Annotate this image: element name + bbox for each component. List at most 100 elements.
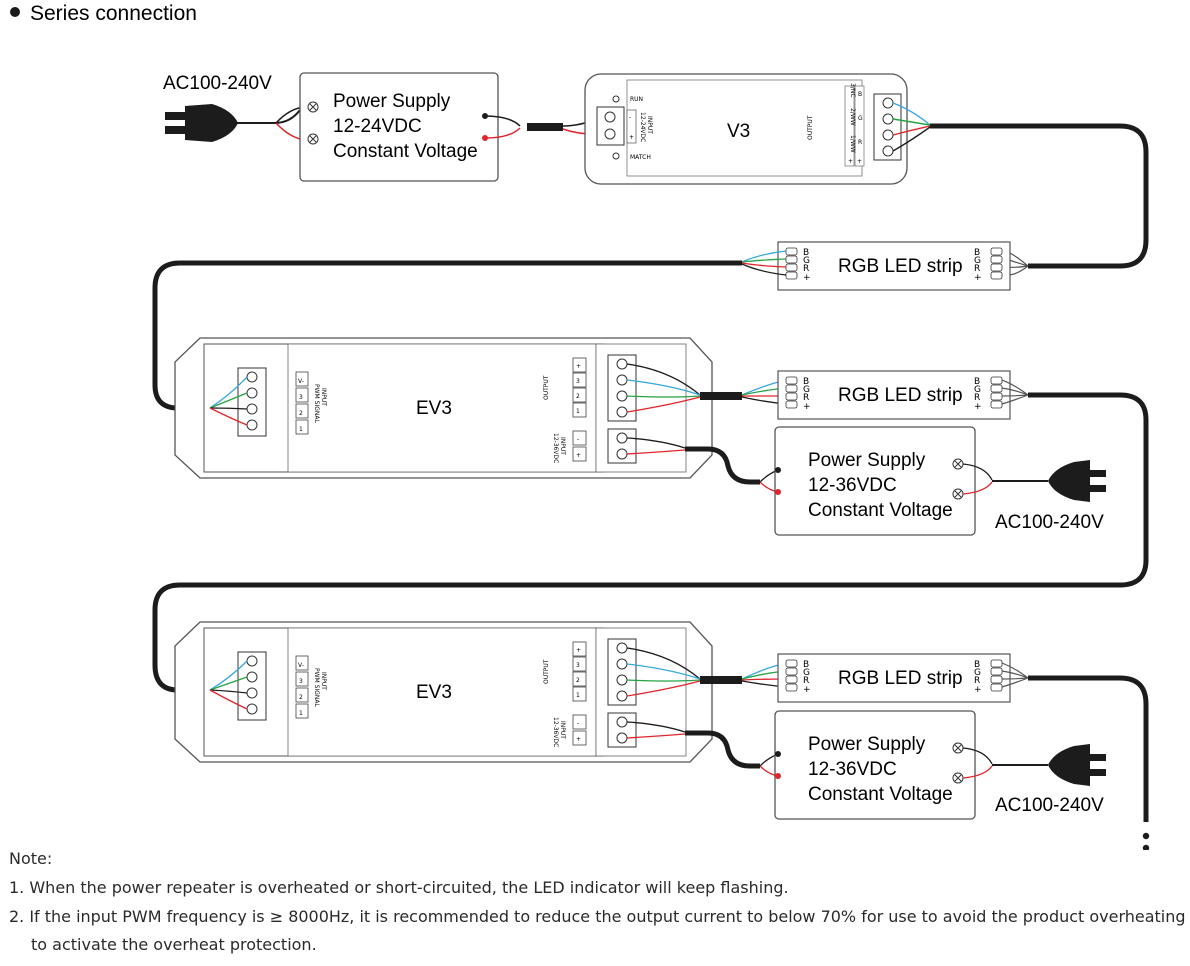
ev3-2-out-1: 1 <box>576 692 580 699</box>
strip1-pin-g: G <box>803 256 810 266</box>
ev3-1-pin-3: 3 <box>299 394 303 401</box>
ac-plug-icon-3 <box>1048 744 1106 786</box>
strip3-pin-g-right: G <box>974 668 981 678</box>
ev3-1-pin-v: V- <box>298 378 304 385</box>
ev3-1-pin-1: 1 <box>299 426 303 433</box>
ev3-1-input-label: INPUT <box>320 388 327 406</box>
power-supply-repeater-2: Power Supply 12-36VDC Constant Voltage <box>774 710 976 820</box>
series-connection-diagram: Series connection AC100-240V Power Suppl… <box>10 2 1150 850</box>
strip3-pin-g: G <box>803 668 810 678</box>
strip1-pin-b-right: B <box>974 248 980 258</box>
v3-ch-3: 3/NC <box>849 83 856 98</box>
ev3-2-out-plus: + <box>576 647 581 654</box>
note-title: Note: <box>9 849 53 868</box>
strip2-label: RGB LED strip <box>838 385 963 406</box>
strip3-pin-r-right: R <box>974 676 980 686</box>
v3-name: V3 <box>727 121 750 142</box>
v3-match-label: MATCH <box>630 154 651 161</box>
strip2-pin-g: G <box>803 385 810 395</box>
ev3-1-output-label: OUTPUT <box>543 375 550 400</box>
v3-ch-r: R <box>858 139 862 146</box>
cable-strip1-to-ev3-1 <box>152 260 742 411</box>
ev3-2-out-2: 2 <box>576 677 580 684</box>
continuation-dots-icon <box>1142 832 1150 850</box>
ev3-2-pow-plus: + <box>576 736 581 743</box>
v3-plus: + <box>629 134 634 141</box>
ev3-2-out-3: 3 <box>576 662 580 669</box>
v3-input-label: INPUT <box>646 116 653 134</box>
strip3-label: RGB LED strip <box>838 668 963 689</box>
ac-label-3: AC100-240V <box>995 795 1104 816</box>
strip3-pin-plus-right: + <box>974 685 982 695</box>
v3-ch-1: 1/WW <box>849 135 856 153</box>
ev3-2-output-label: OUTPUT <box>543 659 550 684</box>
strip1-pin-g-right: G <box>974 256 981 266</box>
cable-strip2-to-ev3-2 <box>152 392 1149 693</box>
dc-cable <box>527 123 563 131</box>
v3-minus: - <box>629 114 631 121</box>
ev3-1-pow-plus: + <box>576 452 581 459</box>
note-item-1: 1. When the power repeater is overheated… <box>9 878 789 897</box>
ev3-2-power-label: INPUT <box>559 721 566 739</box>
ev3-1-out-3: 3 <box>576 378 580 385</box>
power-supply-top: Power Supply 12-24VDC Constant Voltage <box>299 72 499 182</box>
title-bullet <box>10 7 20 17</box>
strip2-pin-b-right: B <box>974 377 980 387</box>
ev3-1-pin-2: 2 <box>299 410 303 417</box>
psu-r1-line1: Power Supply <box>808 450 926 471</box>
psu-r2-line2: 12-36VDC <box>808 759 897 780</box>
ev3-1-out-1: 1 <box>576 408 580 415</box>
strip1-label: RGB LED strip <box>838 256 963 277</box>
strip1-pin-r: R <box>803 264 809 274</box>
rgb-led-strip-1: B G R + RGB LED strip B G R + <box>777 241 1011 291</box>
psu-r1-line3: Constant Voltage <box>808 500 953 521</box>
ev3-1-out-plus: + <box>576 363 581 370</box>
v3-out-plus-2: + <box>857 158 862 165</box>
strip1-pin-b: B <box>803 248 809 258</box>
cable-v3-to-strip1 <box>930 123 1149 269</box>
strip1-pin-r-right: R <box>974 264 980 274</box>
psu-top-line2: 12-24VDC <box>333 116 422 137</box>
rgb-led-strip-3: B G R + RGB LED strip B G R + <box>777 653 1011 703</box>
strip2-pin-plus: + <box>803 402 811 412</box>
power-supply-repeater-1: Power Supply 12-36VDC Constant Voltage <box>774 426 976 536</box>
strip3-pin-r: R <box>803 676 809 686</box>
ev3-2-power-voltage: 12-36VDC <box>552 717 559 747</box>
strip1-left-pads <box>785 247 798 280</box>
ev3-1-pow-minus: - <box>577 436 579 443</box>
strip1-pin-plus-right: + <box>974 273 982 283</box>
ev3-1-out-2: 2 <box>576 393 580 400</box>
strip1-pin-plus: + <box>803 273 811 283</box>
v3-input-voltage: 12-24VDC <box>639 112 646 142</box>
ev3-2-pwm-label: PWM SIGNAL <box>313 668 320 707</box>
psu-top-line1: Power Supply <box>333 91 451 112</box>
ac-label-2: AC100-240V <box>995 512 1104 533</box>
ev3-1-pwm-label: PWM SIGNAL <box>313 384 320 423</box>
ac-plug-icon-2 <box>1048 460 1106 502</box>
cable-strip3-continue <box>1028 675 1149 822</box>
psu-top-line3: Constant Voltage <box>333 141 478 162</box>
v3-ch-g: G <box>858 115 863 122</box>
strip2-pin-g-right: G <box>974 385 981 395</box>
strip2-pin-r-right: R <box>974 393 980 403</box>
ev3-1-power-voltage: 12-36VDC <box>552 433 559 463</box>
strip2-pin-b: B <box>803 377 809 387</box>
ev3-2-pin-v: V- <box>298 662 304 669</box>
strip3-pin-b: B <box>803 660 809 670</box>
psu-r1-line2: 12-36VDC <box>808 475 897 496</box>
page-title: Series connection <box>30 2 197 25</box>
v3-run-label: RUN <box>630 96 643 103</box>
v3-ch-2: 2/WW <box>849 108 856 126</box>
v3-out-plus-1: + <box>848 158 853 165</box>
ev3-2-pin-3: 3 <box>299 678 303 685</box>
ev3-2-pin-2: 2 <box>299 694 303 701</box>
psu-r2-line3: Constant Voltage <box>808 784 953 805</box>
ev3-1-power-label: INPUT <box>559 437 566 455</box>
strip3-pin-plus: + <box>803 685 811 695</box>
ev3-repeater-1: V- 3 2 1 INPUT PWM SIGNAL EV3 OUTPUT + 3… <box>174 337 713 479</box>
note-item-2-continued: to activate the overheat protection. <box>31 935 317 954</box>
v3-ch-b: B <box>858 91 862 98</box>
ac-label-1: AC100-240V <box>163 73 272 94</box>
strip3-pin-b-right: B <box>974 660 980 670</box>
v3-controller: RUN MATCH - + INPUT 12-24VDC V3 OUTPUT 3… <box>584 73 908 185</box>
